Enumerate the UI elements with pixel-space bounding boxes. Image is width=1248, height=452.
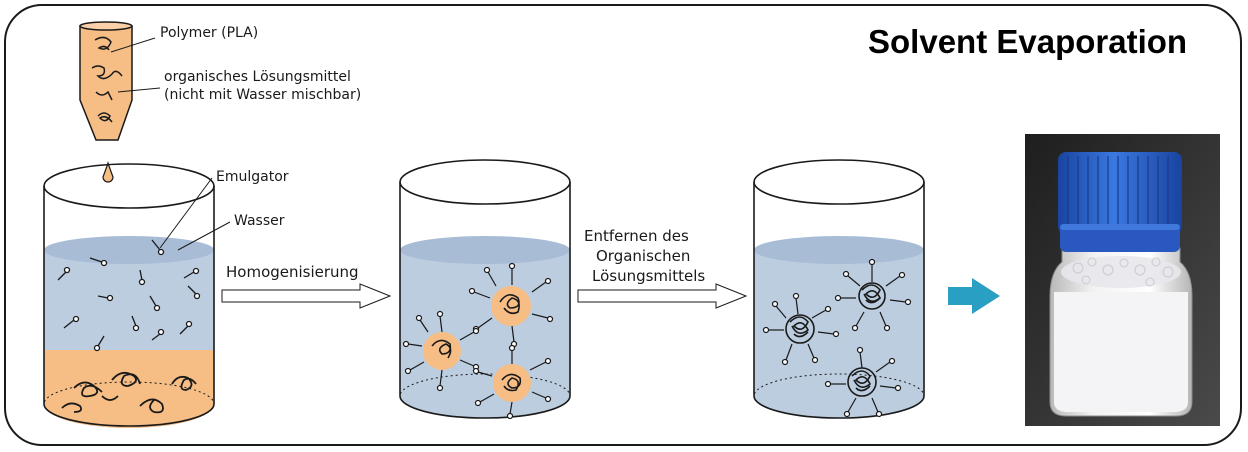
pipette [79,21,161,183]
diagram-title: Solvent Evaporation [868,23,1188,60]
emulsion-droplet-icon [472,344,552,420]
product-photo [1025,134,1220,426]
nanoparticle-icon [824,346,902,418]
beaker-emulsion [43,163,215,428]
arrow-right-icon [221,283,392,309]
polymer-label: Polymer (PLA) [160,25,259,41]
beaker-homogenized [399,159,571,420]
polymer-chains-icon [91,36,123,123]
diagram-frame [4,4,1242,446]
nanoparticle-icon [762,292,840,366]
solvent-label-note: (nicht mit Wasser mischbar) [164,87,362,103]
emulsion-droplet-icon [402,310,480,392]
solvent-removal-label-line2: Organischen [596,247,691,265]
emulsifier-label: Emulgator [216,169,289,185]
solvent-label: organisches Lösungsmittel [164,69,351,85]
solvent-removal-label-line3: Lösungsmittels [592,267,706,285]
solvent-removal-label-line1: Entfernen des [584,227,689,245]
droplet-icon [102,161,114,183]
cap-ridges-icon [1067,156,1169,230]
nanoparticle-icon [834,258,912,332]
arrow-right-icon [577,283,748,309]
homogenization-label: Homogenisierung [226,263,359,281]
beaker-nanoparticles [753,159,925,419]
result-arrow-icon [948,278,1000,314]
polymer-chains-icon [61,371,197,414]
emulsion-droplet-icon [468,262,554,348]
water-label: Wasser [234,213,285,229]
foam-bubbles-icon [1072,257,1174,287]
emulsifier-molecules-icon [57,239,201,352]
